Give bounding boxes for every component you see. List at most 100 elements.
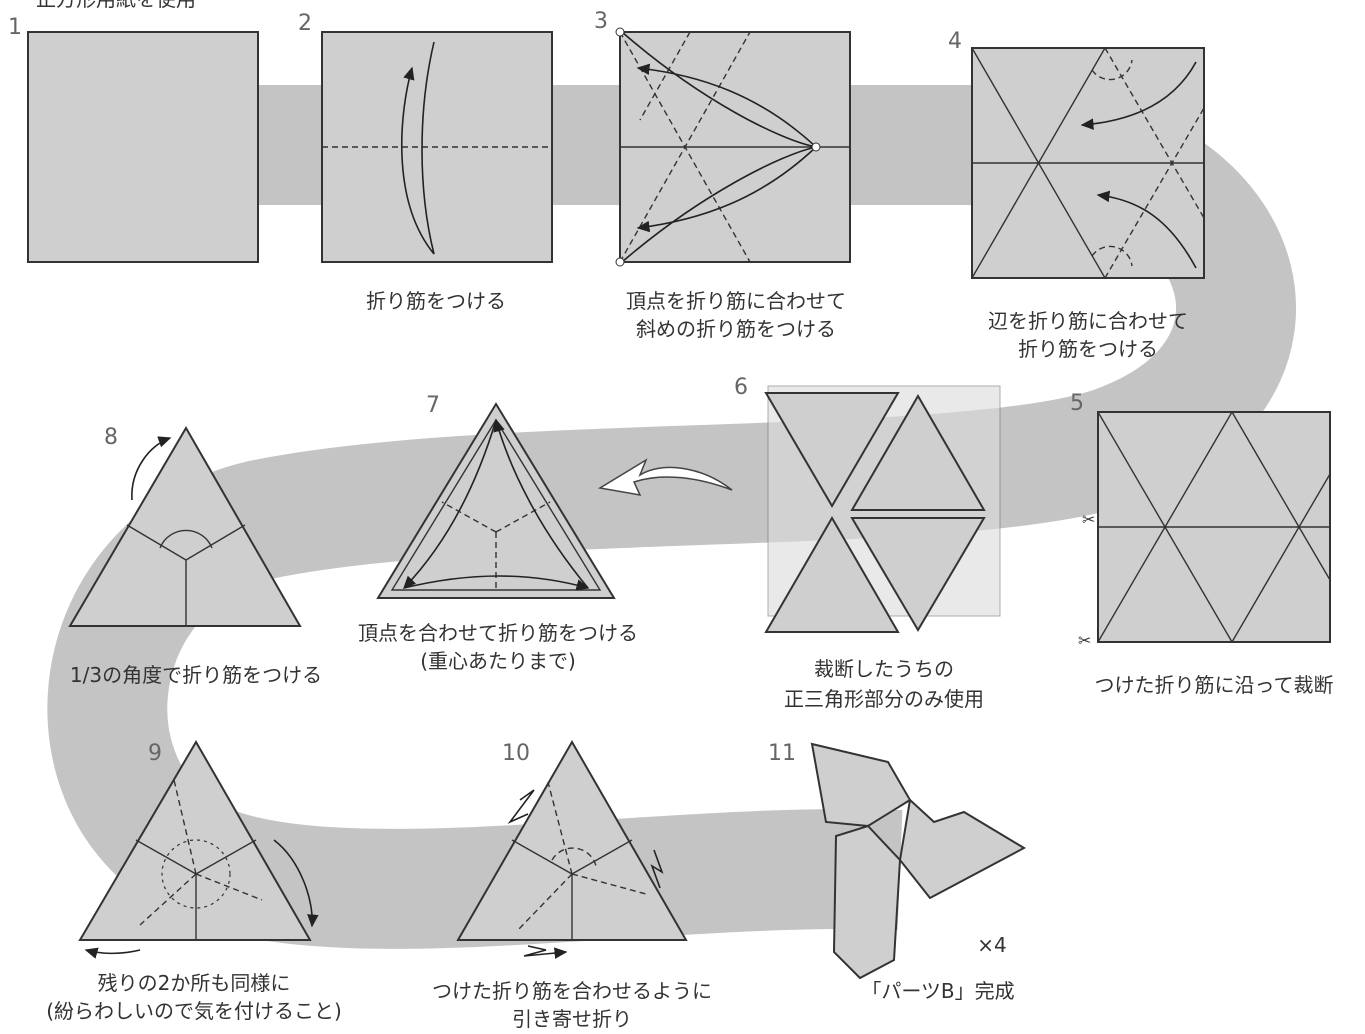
valley-crease <box>517 873 573 931</box>
valley-crease <box>195 873 263 901</box>
valley-crease <box>173 779 197 875</box>
crease <box>571 839 633 875</box>
flip-arrow <box>131 436 172 501</box>
fold-path <box>621 31 817 148</box>
caption-line: 辺を折り筋に合わせて <box>988 309 1188 333</box>
caption-line: 引き寄せ折り <box>512 1007 632 1031</box>
crease <box>971 47 1106 279</box>
scissors-icon: ✂ <box>1078 631 1091 650</box>
caption-line: 折り筋をつける <box>1018 337 1158 361</box>
pleat-arrow <box>507 789 535 824</box>
cut-line <box>1231 526 1300 643</box>
valley-crease <box>139 873 197 926</box>
cut-line <box>1231 411 1300 528</box>
pleat-arrow <box>523 945 568 959</box>
valley-crease <box>495 501 551 533</box>
crease <box>185 524 246 561</box>
caption-line: (紛らわしいので気を付けること) <box>46 999 342 1023</box>
caption-line: 斜めの折り筋をつける <box>636 317 836 341</box>
diagonal-valley <box>639 31 691 121</box>
valley-crease <box>547 781 573 875</box>
step-1: 1 <box>8 15 259 263</box>
crease <box>135 839 197 875</box>
step-number: 3 <box>594 9 608 34</box>
triangle-paper <box>376 402 616 599</box>
step-number: 1 <box>8 15 22 40</box>
caption-line: 正三角形部分のみ使用 <box>784 687 984 711</box>
transition-arrow-icon <box>597 458 733 496</box>
step-number: 4 <box>948 29 962 54</box>
fold-arrow <box>493 418 589 589</box>
cut-line <box>1298 526 1331 581</box>
fold-arrow-guide <box>421 41 435 255</box>
flow-band <box>47 85 1296 949</box>
caption-line: (重心あたりまで) <box>420 649 576 673</box>
fold-arrow <box>403 575 590 591</box>
angle-mark <box>161 839 231 909</box>
cut-line <box>1097 411 1166 528</box>
cut-line <box>1164 411 1233 528</box>
reference-point <box>615 27 625 37</box>
crease <box>195 839 257 875</box>
fold-arrow <box>636 63 817 148</box>
valley-crease <box>571 873 647 895</box>
part-b-blade <box>832 824 902 980</box>
angle-mark <box>159 529 213 549</box>
step-8: 8 1/3の角度で折り筋をつける <box>68 425 322 687</box>
step-10: 10 つけた折り筋を合わせるように 引き寄せ折り <box>432 739 712 1031</box>
part-b-blade <box>898 798 1027 900</box>
step-number: 11 <box>768 741 796 766</box>
crease <box>511 839 573 875</box>
flip-arrow <box>273 839 319 928</box>
step-number: 2 <box>298 11 312 36</box>
triangle-piece <box>764 392 900 508</box>
caption-line: 頂点を合わせて折り筋をつける <box>358 621 638 645</box>
cut-line <box>1164 526 1233 643</box>
step-3: 3 頂点を折り筋に合わせて 斜めの折り筋をつける <box>594 9 851 341</box>
step-4: 4 辺を折り筋に合わせて 折り筋をつける <box>948 29 1205 361</box>
valley-crease <box>441 501 497 533</box>
triangle-piece <box>850 517 986 632</box>
flip-arrow <box>84 947 141 959</box>
cut-line <box>1097 526 1166 643</box>
cut-line <box>1298 473 1331 528</box>
fold-arrow <box>1096 190 1197 269</box>
caption-line: つけた折り筋に沿って裁断 <box>1095 673 1334 697</box>
caption-line: 頂点を折り筋に合わせて <box>626 289 846 313</box>
step-number: 6 <box>734 375 748 400</box>
reference-point <box>615 257 625 267</box>
fold-arrow <box>400 66 435 255</box>
step-number: 5 <box>1070 391 1084 416</box>
step-5: 5 ✂ ✂ つけた折り筋に沿って裁断 <box>1070 391 1334 697</box>
fold-arrow <box>636 146 817 233</box>
step-7: 7 頂点を合わせて折り筋をつける (重心あたりまで) <box>358 393 638 673</box>
fold-path <box>621 146 817 263</box>
step-9: 9 残りの2か所も同様に (紛らわしいので気を付けること) <box>46 740 342 1023</box>
triangle-piece <box>764 516 900 633</box>
caption-line: 裁断したうちの <box>814 657 954 681</box>
pleat-arrow <box>650 849 664 889</box>
caption-line: つけた折り筋を合わせるように <box>432 979 712 1003</box>
multiplier-label: ×4 <box>977 933 1006 957</box>
fold-arrow <box>1080 61 1197 130</box>
caption-line: 「パーツB」完成 <box>861 979 1014 1003</box>
step-2: 2 折り筋をつける <box>298 11 553 313</box>
step-11: 11 ×4 「パーツB」完成 <box>768 741 1027 1003</box>
caption-line: 1/3の角度で折り筋をつける <box>70 663 322 687</box>
square-paper <box>27 31 259 263</box>
fold-arrow <box>403 419 497 590</box>
step-number: 7 <box>426 393 440 418</box>
header-partial-text: 正方形用紙を使用 <box>36 0 196 11</box>
inner-edge <box>390 418 602 591</box>
caption-line: 折り筋をつける <box>366 289 506 313</box>
part-b-blade <box>810 742 912 828</box>
crease <box>126 524 187 561</box>
reference-point <box>811 142 821 152</box>
caption-line: 残りの2か所も同様に <box>98 971 291 995</box>
triangle-piece <box>850 394 986 511</box>
step-6: 6 裁断したうちの 正三角形部分のみ使用 <box>734 375 1001 711</box>
step-number: 9 <box>148 741 162 766</box>
scissors-icon: ✂ <box>1082 510 1095 529</box>
step-number: 8 <box>104 425 118 450</box>
